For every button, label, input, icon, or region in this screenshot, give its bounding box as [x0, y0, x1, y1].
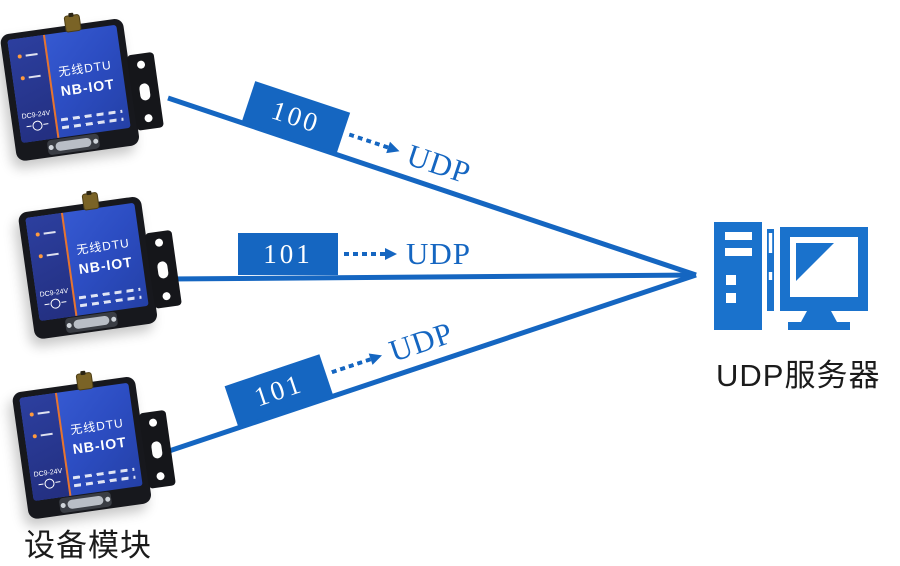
- device-faceplate: DC9-24V 无线DTU NB-IOT: [19, 382, 143, 502]
- screw-hole-icon: [162, 291, 172, 301]
- packet-flow-middle: 101 UDP: [238, 233, 471, 275]
- dashed-arrow-shaft: [348, 132, 389, 150]
- power-spec-label: DC9-24V: [21, 109, 51, 121]
- dashed-arrow-shaft: [331, 357, 372, 375]
- power-polarity-icon: [49, 298, 62, 310]
- data-led-icon: [29, 412, 34, 417]
- db9-pins: [67, 495, 104, 510]
- slim-case-button: [768, 272, 773, 280]
- power-spec: DC9-24V: [20, 110, 54, 133]
- power-spec: DC9-24V: [32, 468, 66, 491]
- power-led-icon: [38, 254, 44, 259]
- bracket-slot-icon: [156, 260, 170, 280]
- device-titles: 无线DTU NB-IOT: [63, 413, 133, 458]
- bracket-slot-icon: [150, 440, 164, 460]
- link-line-top: [167, 95, 697, 278]
- drive-bay-slot: [725, 248, 752, 256]
- dtu-device-1: DC9-24V 无线DTU NB-IOT: [0, 4, 168, 175]
- device-body: DC9-24V 无线DTU NB-IOT: [0, 17, 141, 162]
- power-polarity-icon: [31, 120, 44, 132]
- slim-case: [767, 229, 774, 311]
- antenna-connector-icon: [81, 191, 100, 211]
- device-body: DC9-24V 无线DTU NB-IOT: [17, 195, 159, 340]
- device-titles: 无线DTU NB-IOT: [69, 233, 139, 278]
- dtu-device-2: DC9-24V 无线DTU NB-IOT: [16, 182, 186, 353]
- devices-caption: 设备模块: [24, 528, 152, 563]
- db9-pins: [73, 315, 110, 330]
- protocol-label: UDP: [406, 236, 472, 271]
- screen-graphic: [796, 243, 834, 281]
- device-titles: 无线DTU NB-IOT: [51, 55, 121, 100]
- server-caption: UDP服务器: [716, 358, 881, 393]
- data-led-icon: [17, 54, 22, 59]
- power-polarity-icon: [43, 478, 56, 490]
- arrow-head-icon: [368, 349, 384, 365]
- link-line-bottom: [165, 272, 697, 455]
- serial-port-labels: [78, 283, 142, 308]
- packet-id-box: 101: [238, 233, 338, 275]
- drive-bay-slot: [725, 232, 752, 240]
- dashed-arrow-shaft: [344, 252, 385, 256]
- arrow-head-icon: [386, 141, 402, 157]
- device-faceplate: DC9-24V 无线DTU NB-IOT: [7, 24, 131, 144]
- link-line-middle: [167, 272, 697, 282]
- monitor-base: [788, 322, 850, 330]
- server-computer-icon: [714, 222, 868, 330]
- screw-hole-icon: [144, 113, 154, 123]
- bracket-slot-icon: [138, 82, 152, 102]
- power-led-icon: [20, 76, 26, 81]
- device-body: DC9-24V 无线DTU NB-IOT: [11, 375, 153, 520]
- screw-hole-icon: [148, 418, 158, 428]
- power-spec-label: DC9-24V: [39, 287, 69, 299]
- arrow-head-icon: [385, 248, 397, 260]
- antenna-connector-icon: [63, 13, 82, 33]
- device-led-column: DC9-24V: [7, 34, 60, 144]
- device-led-column: DC9-24V: [25, 212, 78, 322]
- power-spec-label: DC9-24V: [33, 467, 63, 479]
- slim-case-slot: [768, 233, 773, 253]
- power-led-icon: [32, 434, 38, 439]
- serial-port-labels: [60, 105, 124, 130]
- device-faceplate: DC9-24V 无线DTU NB-IOT: [25, 202, 149, 322]
- screw-hole-icon: [154, 238, 164, 248]
- power-spec: DC9-24V: [38, 288, 72, 311]
- monitor-stand: [801, 311, 837, 322]
- data-led-icon: [35, 232, 40, 237]
- power-button: [726, 293, 736, 303]
- serial-port-labels: [72, 463, 136, 488]
- device-led-column: DC9-24V: [19, 392, 72, 502]
- power-button: [726, 275, 736, 285]
- screw-hole-icon: [156, 471, 166, 481]
- db9-pins: [55, 137, 92, 152]
- screw-hole-icon: [136, 60, 146, 70]
- dtu-device-3: DC9-24V 无线DTU NB-IOT: [10, 362, 180, 533]
- antenna-connector-icon: [75, 371, 94, 391]
